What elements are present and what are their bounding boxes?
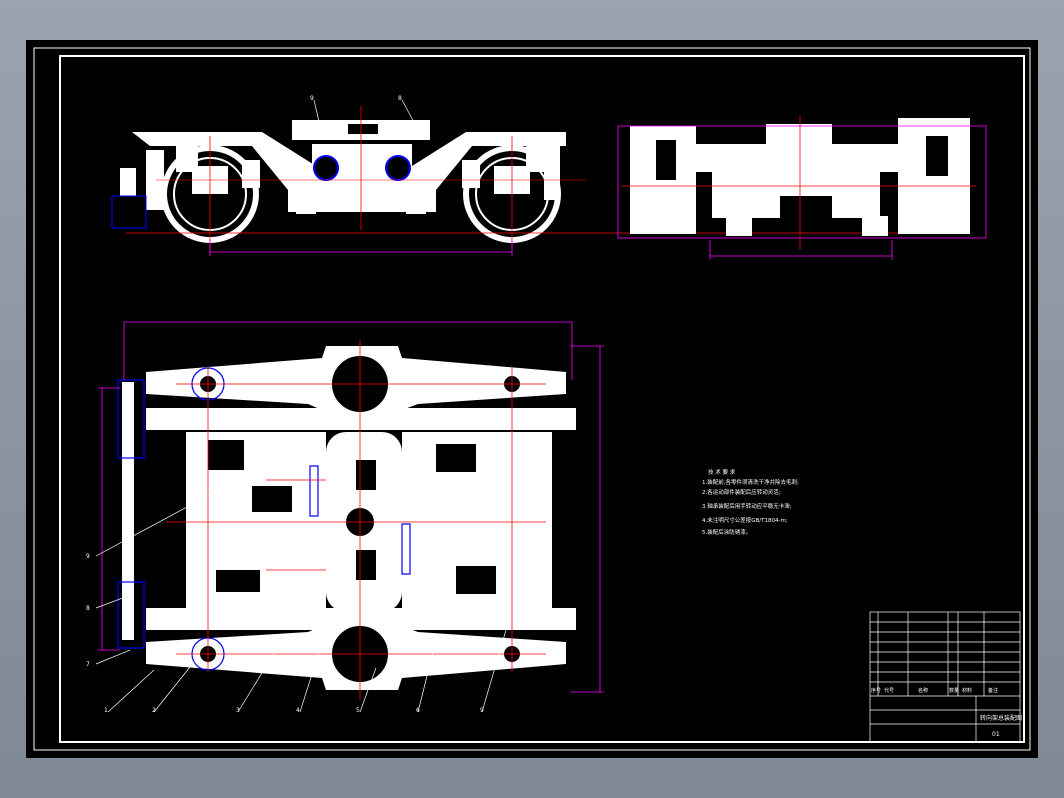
callout-7: 7 [86, 661, 90, 668]
part-callouts: 9 8 7 1 2 3 4 5 6 9 [86, 553, 484, 714]
drawing-canvas: 9 8 [33, 47, 1031, 751]
end-view-extent [617, 125, 987, 239]
end-gauge-dimension [709, 240, 893, 260]
tech-notes-title: 技 术 要 求 [708, 468, 736, 476]
tech-note-2: 2.各运动部件装配后应转动灵活; [702, 488, 781, 496]
plan-cutouts [208, 440, 496, 594]
outer-border [33, 47, 1031, 751]
callout-9: 9 [86, 553, 90, 560]
side-callout-8: 8 [398, 95, 402, 102]
tech-note-5: 5.装配后涂防锈漆。 [702, 528, 751, 536]
callout-9b: 9 [480, 707, 484, 714]
side-callout-9: 9 [310, 95, 314, 102]
side-detail-box [111, 195, 147, 229]
tech-note-3: 3.轴承装配后用手转动应平稳无卡滞; [702, 502, 792, 510]
callout-1: 1 [104, 707, 108, 714]
callout-8: 8 [86, 605, 90, 612]
header-name: 名称 [918, 687, 928, 694]
end-view [630, 118, 970, 236]
title-block [869, 611, 1021, 743]
side-wheelbase-dimension [209, 240, 513, 256]
callout-5: 5 [356, 707, 360, 714]
tech-note-1: 1.装配前,各零件须清洗干净并除去毛刺; [702, 478, 799, 486]
header-remark: 备注 [988, 687, 998, 694]
inner-border [59, 55, 1025, 743]
title-block-headers: 序号 代号 名称 数量 材料 备注 [871, 687, 998, 694]
callout-leaders [95, 485, 507, 713]
header-no: 序号 [871, 687, 881, 694]
callout-3: 3 [236, 707, 240, 714]
drawing-number: 01 [992, 731, 1000, 738]
callout-2: 2 [152, 707, 156, 714]
tech-note-4: 4.未注明尺寸公差按GB/T1804-m; [702, 516, 788, 524]
drawing-sheet: 9 8 [26, 40, 1038, 758]
callout-4: 4 [296, 707, 300, 714]
header-code: 代号 [884, 687, 894, 694]
drawing-title: 转向架总装配图 [980, 714, 1022, 722]
side-view-leaders [313, 99, 417, 127]
plan-dimensions [98, 321, 604, 693]
header-material: 材料 [962, 687, 972, 694]
plan-centerlines [166, 340, 546, 700]
header-qty: 数量 [949, 687, 959, 694]
callout-6: 6 [416, 707, 420, 714]
technical-requirements: 技 术 要 求 1.装配前,各零件须清洗干净并除去毛刺; 2.各运动部件装配后应… [702, 468, 799, 536]
